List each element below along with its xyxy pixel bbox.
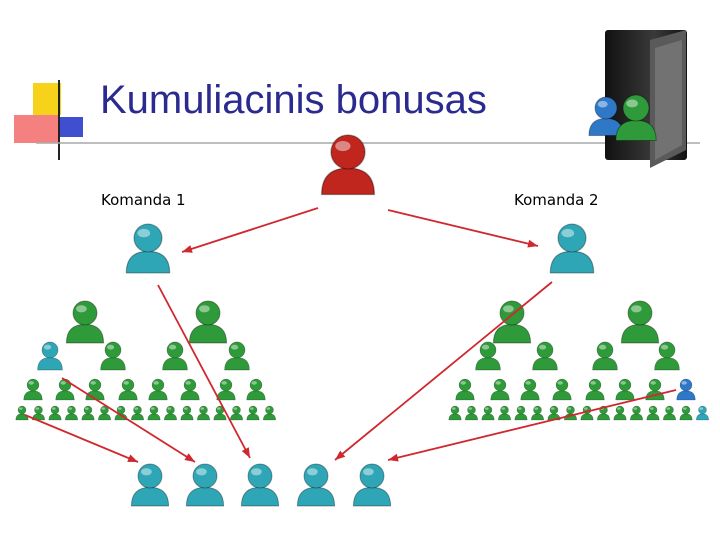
level-4-person-icon bbox=[552, 378, 572, 401]
level-4-person-icon bbox=[246, 378, 266, 401]
level-2-person-icon bbox=[620, 300, 660, 344]
arrow bbox=[61, 377, 196, 463]
level-5-person-icon bbox=[180, 405, 194, 421]
level-5-person-icon bbox=[564, 405, 577, 421]
level-4-person-icon bbox=[85, 378, 105, 401]
level-5-person-icon bbox=[465, 405, 478, 421]
level-5-person-icon bbox=[663, 405, 676, 421]
team-1-direct-icon bbox=[125, 223, 171, 274]
level-3-person-icon bbox=[100, 341, 126, 371]
folder-person-blue-icon bbox=[588, 96, 624, 136]
level-2-person-icon bbox=[65, 300, 105, 344]
level-3-person-icon bbox=[475, 341, 501, 371]
level-3-person-icon bbox=[592, 341, 618, 371]
level-4-person-icon bbox=[148, 378, 168, 401]
level-5-person-icon bbox=[131, 405, 144, 421]
level-5-person-icon bbox=[696, 405, 709, 421]
level-5-person-icon bbox=[531, 405, 544, 421]
level-5-person-icon bbox=[613, 405, 627, 421]
bonus-person-icon bbox=[352, 463, 392, 507]
arrow bbox=[334, 281, 553, 461]
level-5-person-icon bbox=[481, 405, 495, 421]
level-5-person-icon bbox=[197, 405, 210, 421]
level-3-person-icon bbox=[654, 341, 680, 371]
bonus-person-icon bbox=[240, 463, 280, 507]
level-3-person-icon bbox=[162, 341, 188, 371]
arrow bbox=[387, 209, 539, 248]
level-4-person-icon bbox=[490, 378, 510, 401]
bonus-person-icon bbox=[185, 463, 225, 507]
level-5-person-icon bbox=[246, 405, 260, 421]
level-4-person-icon bbox=[615, 378, 635, 401]
level-5-person-icon bbox=[164, 405, 177, 421]
deco-blue-square bbox=[59, 117, 83, 137]
level-5-person-icon bbox=[48, 405, 62, 421]
level-3-person-icon bbox=[532, 341, 558, 371]
level-4-person-icon bbox=[520, 378, 540, 401]
level-5-person-icon bbox=[65, 405, 78, 421]
arrow bbox=[181, 207, 319, 253]
bonus-person-icon bbox=[296, 463, 336, 507]
level-3-person-icon bbox=[224, 341, 250, 371]
level-5-person-icon bbox=[98, 405, 111, 421]
level-5-person-icon bbox=[646, 405, 660, 421]
team-1-label: Komanda 1 bbox=[101, 191, 186, 209]
level-4-person-icon bbox=[180, 378, 200, 401]
bonus-person-icon bbox=[130, 463, 170, 507]
level-4-person-icon bbox=[455, 378, 475, 401]
arrow bbox=[157, 284, 251, 459]
level-5-person-icon bbox=[514, 405, 528, 421]
level-5-person-icon bbox=[15, 405, 29, 421]
level-5-person-icon bbox=[498, 405, 511, 421]
level-4-person-icon bbox=[216, 378, 236, 401]
level-5-person-icon bbox=[230, 405, 243, 421]
level-5-person-icon bbox=[213, 405, 227, 421]
level-5-person-icon bbox=[630, 405, 643, 421]
level-3-person-icon bbox=[37, 341, 63, 371]
arrow bbox=[24, 414, 139, 463]
slide-title: Kumuliacinis bonusas bbox=[100, 78, 487, 122]
level-5-person-icon bbox=[81, 405, 95, 421]
folder-person-green-icon bbox=[615, 94, 657, 142]
level-5-person-icon bbox=[147, 405, 161, 421]
team-2-label: Komanda 2 bbox=[514, 191, 599, 209]
level-2-person-icon bbox=[492, 300, 532, 344]
level-4-person-icon bbox=[676, 378, 696, 401]
level-2-person-icon bbox=[188, 300, 228, 344]
level-5-person-icon bbox=[448, 405, 462, 421]
arrow bbox=[387, 389, 677, 462]
team-2-direct-icon bbox=[549, 223, 595, 274]
level-4-person-icon bbox=[585, 378, 605, 401]
level-5-person-icon bbox=[263, 405, 276, 421]
level-5-person-icon bbox=[114, 405, 128, 421]
level-4-person-icon bbox=[23, 378, 43, 401]
level-4-person-icon bbox=[55, 378, 75, 401]
level-4-person-icon bbox=[118, 378, 138, 401]
sponsor-person-icon bbox=[320, 134, 376, 196]
deco-yellow-square bbox=[33, 83, 61, 115]
level-5-person-icon bbox=[679, 405, 693, 421]
deco-red-square bbox=[14, 115, 58, 143]
